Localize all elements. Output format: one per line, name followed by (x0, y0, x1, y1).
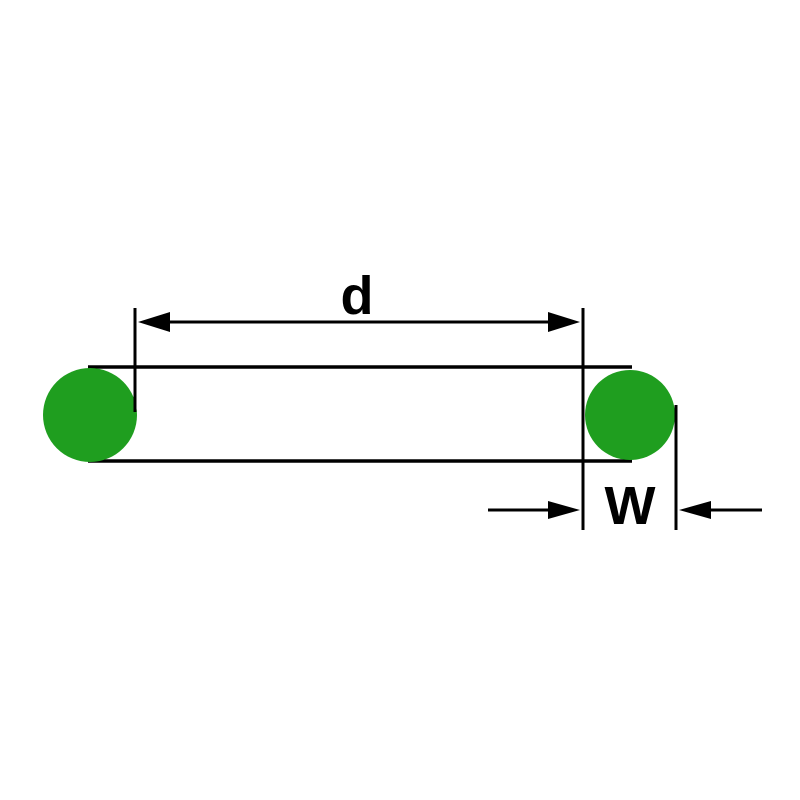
d-arrow-right-head-icon (548, 312, 580, 332)
w-arrow-left-head-icon (548, 501, 580, 519)
right-oring-cross-section (585, 370, 675, 460)
width-label: W (605, 476, 656, 536)
left-oring-cross-section (43, 368, 137, 462)
d-arrow-left-head-icon (138, 312, 170, 332)
diameter-label: d (341, 266, 374, 326)
w-arrow-right-head-icon (679, 501, 711, 519)
